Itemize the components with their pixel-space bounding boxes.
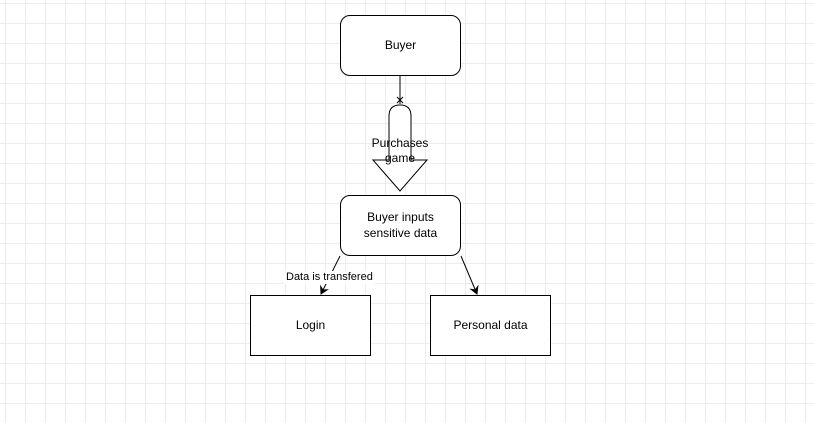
personal-data-node-label: Personal data (453, 317, 528, 332)
buyer-node[interactable]: Buyer (340, 15, 461, 76)
buyer-inputs-node-label: Buyer inputs sensitive data (363, 209, 438, 240)
login-node[interactable]: Login (250, 295, 371, 356)
login-node-label: Login (295, 317, 326, 332)
personal-data-node[interactable]: Personal data (430, 295, 551, 356)
purchases-block-arrow (371, 104, 429, 192)
buyer-node-label: Buyer (384, 37, 417, 52)
buyer-inputs-node[interactable]: Buyer inputs sensitive data (340, 195, 461, 256)
purchases-label: Purchases game (371, 136, 429, 165)
transfer-label: Data is transfered (284, 271, 375, 285)
connector-x-marker (396, 96, 404, 104)
transfer-arrow-personal-data (460, 255, 479, 295)
